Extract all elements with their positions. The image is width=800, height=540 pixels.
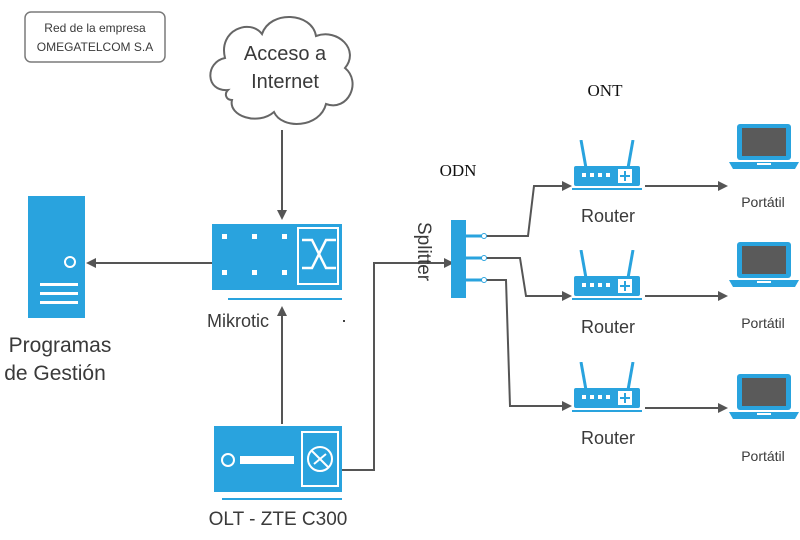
server-icon: Programas de Gestión xyxy=(4,196,111,385)
router-label: Router xyxy=(581,428,635,448)
laptop-2: Portátil xyxy=(729,242,799,331)
laptop-label: Portátil xyxy=(741,315,785,331)
mikrotik-label: Mikrotic xyxy=(207,311,269,331)
router-icon xyxy=(572,250,642,300)
link-olt-splitter xyxy=(342,258,454,471)
internet-label-line1: Acceso a xyxy=(244,43,327,65)
link-splitter-router2 xyxy=(484,257,572,301)
connections xyxy=(86,130,728,471)
laptop-3: Portátil xyxy=(729,374,799,464)
splitter-icon: Splitter xyxy=(413,220,487,298)
laptop-1: Portátil xyxy=(729,124,799,210)
laptop-icon xyxy=(729,374,799,419)
splitter-label: Splitter xyxy=(413,222,434,282)
laptop-icon xyxy=(729,242,799,287)
link-splitter-router3 xyxy=(484,279,572,411)
router-icon xyxy=(572,362,642,412)
router-icon xyxy=(572,140,642,190)
olt-label: OLT - ZTE C300 xyxy=(209,509,348,530)
laptop-icon xyxy=(729,124,799,169)
internet-cloud-icon: Acceso a Internet xyxy=(209,16,354,125)
ont-label: ONT xyxy=(588,81,624,100)
odn-label: ODN xyxy=(440,161,477,180)
olt-device-icon: OLT - ZTE C300 xyxy=(209,426,348,530)
router-1: Router xyxy=(572,140,642,226)
company-name-line2: OMEGATELCOM S.A xyxy=(37,40,153,54)
mikrotik-switch-icon: Mikrotic xyxy=(207,224,345,331)
link-splitter-router1 xyxy=(484,181,572,237)
router-3: Router xyxy=(572,362,642,448)
internet-label-line2: Internet xyxy=(251,71,319,93)
laptop-label: Portátil xyxy=(741,194,785,210)
company-name-line1: Red de la empresa xyxy=(44,21,146,35)
company-label-box: Red de la empresa OMEGATELCOM S.A xyxy=(24,11,166,63)
laptop-label: Portátil xyxy=(741,448,785,464)
router-label: Router xyxy=(581,317,635,337)
router-2: Router xyxy=(572,250,642,337)
router-label: Router xyxy=(581,206,635,226)
management-label-line1: Programas xyxy=(9,334,112,357)
management-label-line2: de Gestión xyxy=(4,362,106,385)
